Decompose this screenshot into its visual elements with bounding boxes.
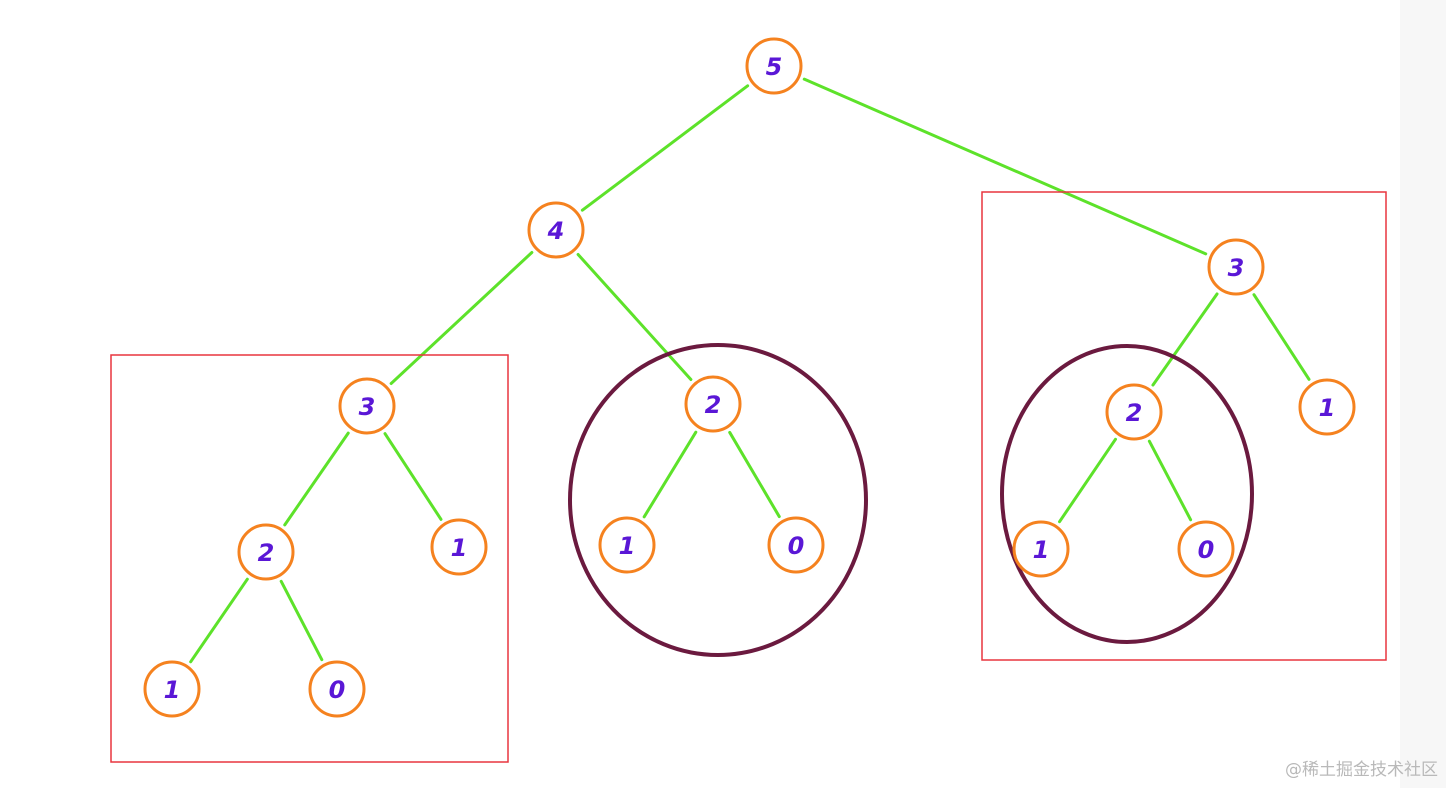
tree-node-n1l: 1 xyxy=(430,518,488,576)
middle-subtree-circle xyxy=(568,343,868,657)
watermark: @稀土掘金技术社区 xyxy=(1285,760,1438,780)
node-circle xyxy=(745,37,803,95)
tree-node-n4: 4 xyxy=(527,201,585,259)
node-label: 0 xyxy=(788,532,805,560)
node-circle xyxy=(1177,520,1235,578)
tree-node-n5: 5 xyxy=(745,37,803,95)
edge-n3r-n2r xyxy=(1151,292,1219,387)
nodes-layer: 5 4 3 3 2 2 1 1 0 1 0 2 1 1 0 xyxy=(143,37,1356,718)
edge-n3r-n1r xyxy=(1252,293,1311,381)
node-label: 0 xyxy=(1198,536,1215,564)
node-label: 3 xyxy=(359,393,376,421)
tree-node-n3l: 3 xyxy=(338,377,396,435)
edge-n2l-n1ll xyxy=(189,577,249,664)
edge-n5-n3r xyxy=(802,77,1208,256)
node-label: 1 xyxy=(451,534,468,562)
edge-n3l-n1l xyxy=(383,432,443,521)
tree-node-n2m: 2 xyxy=(684,375,742,433)
node-label: 0 xyxy=(329,676,346,704)
node-circle xyxy=(308,660,366,718)
node-label: 1 xyxy=(1033,536,1050,564)
tree-node-n3r: 3 xyxy=(1207,238,1265,296)
node-label: 2 xyxy=(258,539,275,567)
node-circle xyxy=(684,375,742,433)
tree-node-n0rr: 0 xyxy=(1177,520,1235,578)
highlight-layer xyxy=(110,191,1387,763)
node-label: 5 xyxy=(766,53,783,81)
node-circle xyxy=(430,518,488,576)
node-circle xyxy=(527,201,585,259)
edge-n3l-n2l xyxy=(283,431,350,527)
node-label: 1 xyxy=(1319,394,1336,422)
node-circle xyxy=(338,377,396,435)
edge-n4-n3l xyxy=(389,250,534,386)
tree-node-n1rr: 1 xyxy=(1012,520,1070,578)
node-label: 4 xyxy=(547,217,565,245)
edge-n4-n2m xyxy=(576,253,693,381)
tree-node-n1ll: 1 xyxy=(143,660,201,718)
node-label: 1 xyxy=(619,532,636,560)
right-edge-strip xyxy=(1400,0,1446,788)
right-inner-subtree-circle xyxy=(1000,344,1254,644)
tree-node-n2l: 2 xyxy=(237,523,295,581)
node-circle xyxy=(1012,520,1070,578)
tree-node-n2r: 2 xyxy=(1105,383,1163,441)
edge-n2m-n1m xyxy=(642,430,698,519)
tree-node-n0m: 0 xyxy=(767,516,825,574)
node-label: 1 xyxy=(164,676,181,704)
edge-n2m-n0m xyxy=(728,430,781,519)
node-circle xyxy=(1298,378,1356,436)
edge-n2r-n0rr xyxy=(1147,439,1193,522)
node-circle xyxy=(1105,383,1163,441)
node-label: 2 xyxy=(705,391,722,419)
node-label: 3 xyxy=(1228,254,1245,282)
edge-n5-n4 xyxy=(580,84,750,212)
node-circle xyxy=(598,516,656,574)
tree-node-n0ll: 0 xyxy=(308,660,366,718)
node-label: 2 xyxy=(1126,399,1143,427)
left-subtree-box xyxy=(110,354,509,763)
edge-n2l-n0ll xyxy=(279,579,324,662)
edge-n2r-n1rr xyxy=(1058,437,1117,524)
edges-layer xyxy=(189,77,1311,664)
node-circle xyxy=(237,523,295,581)
node-circle xyxy=(767,516,825,574)
tree-node-n1m: 1 xyxy=(598,516,656,574)
node-circle xyxy=(1207,238,1265,296)
tree-node-n1r: 1 xyxy=(1298,378,1356,436)
node-circle xyxy=(143,660,201,718)
right-subtree-box xyxy=(981,191,1387,661)
